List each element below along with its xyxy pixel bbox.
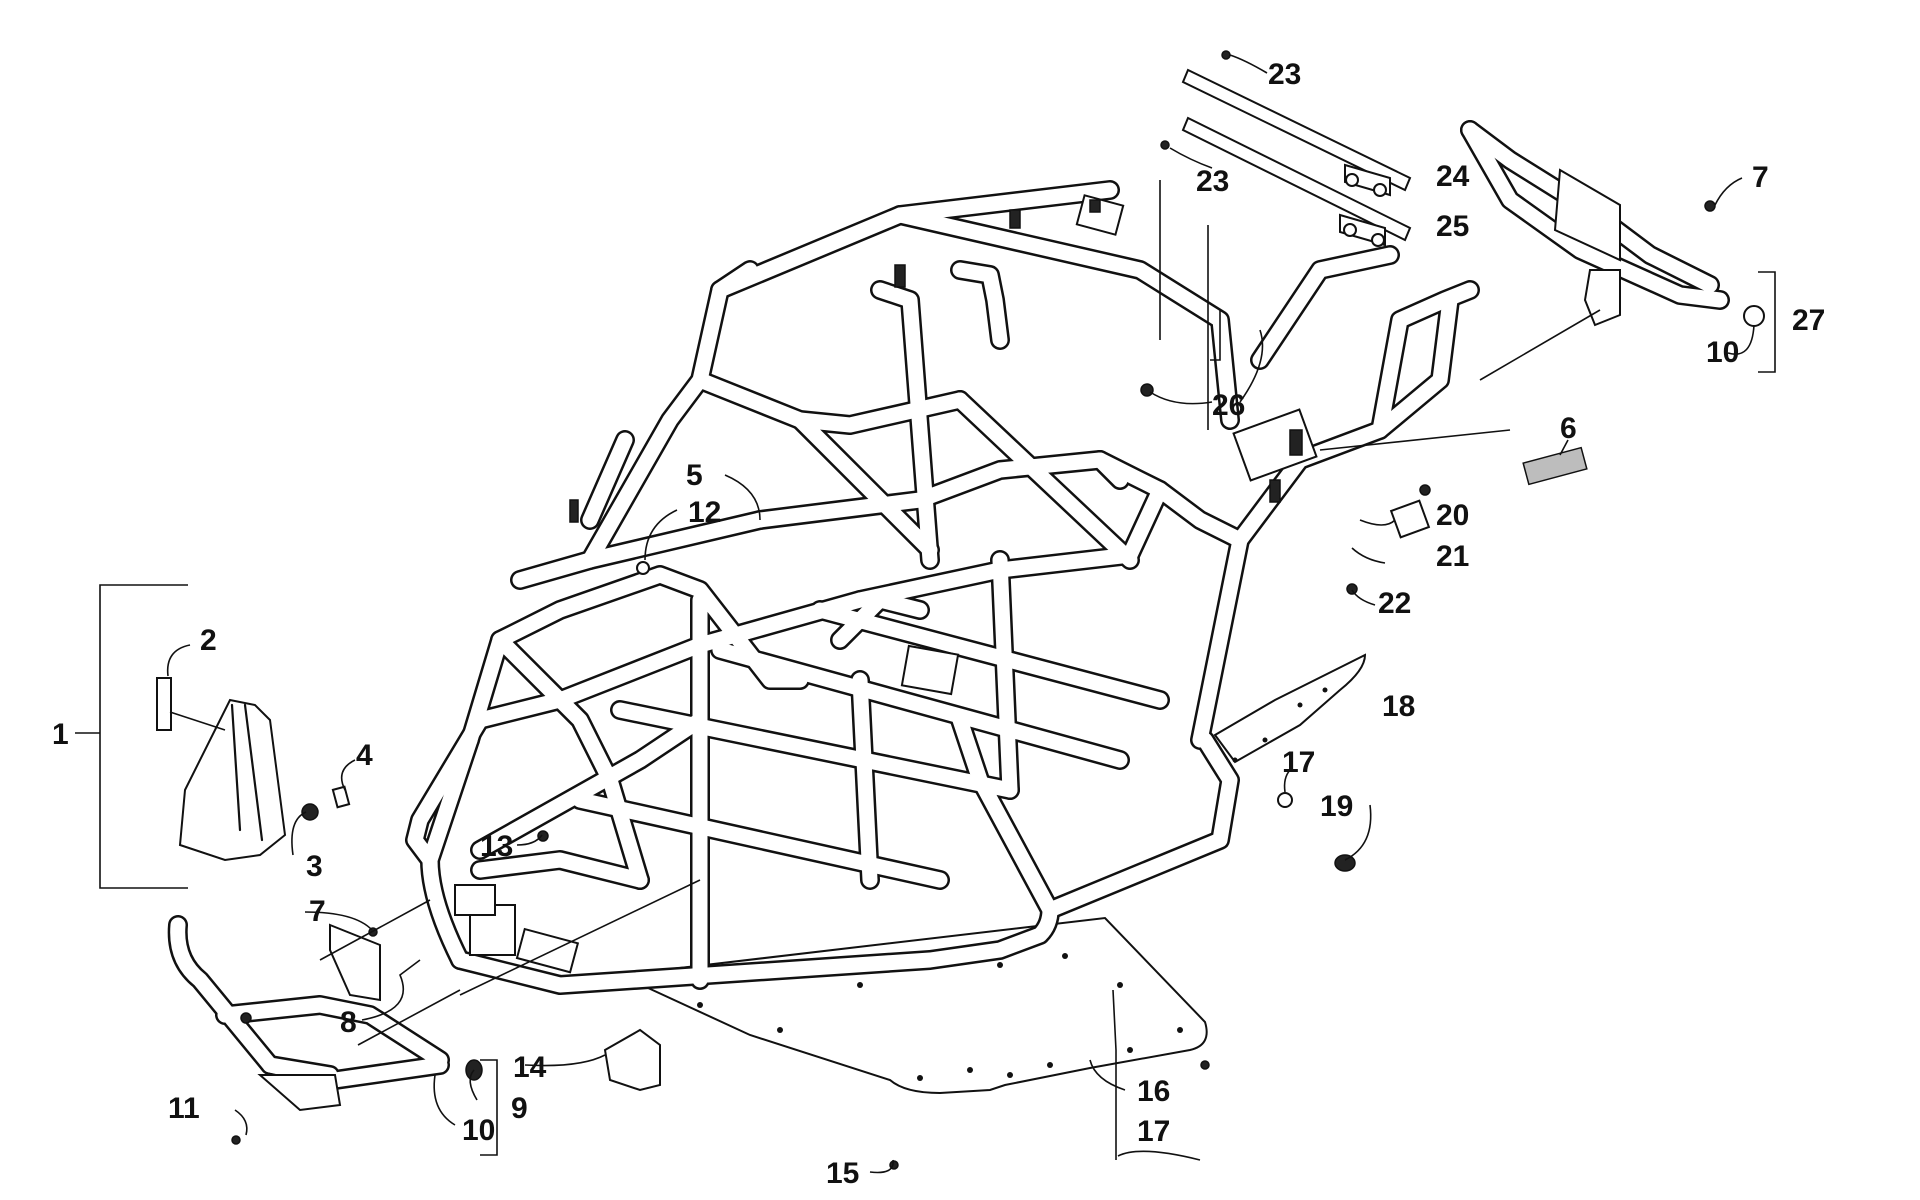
callout-4: 4 [356, 739, 373, 772]
group-brackets [75, 271, 1776, 1156]
callout-24: 24 [1436, 160, 1470, 193]
callout-2: 2 [200, 624, 217, 657]
callout-12: 12 [688, 496, 721, 529]
callout-7-rear: 7 [1752, 161, 1769, 194]
callout-27: 27 [1792, 304, 1825, 337]
callout-20: 20 [1436, 499, 1469, 532]
callout-22: 22 [1378, 587, 1411, 620]
callout-7-front: 7 [309, 895, 326, 928]
callout-21: 21 [1436, 540, 1469, 573]
callout-9: 9 [511, 1092, 528, 1125]
callout-labels: 1 2 3 4 5 6 7 7 8 9 10 10 11 12 13 14 15… [52, 58, 1825, 1190]
front-fascia [156, 677, 351, 862]
rear-bumper [1460, 120, 1765, 327]
callout-5: 5 [686, 459, 703, 492]
callout-6: 6 [1560, 412, 1577, 445]
rear-rails [1160, 50, 1412, 247]
callout-10-front: 10 [462, 1114, 495, 1147]
main-frame [405, 180, 1480, 995]
callout-17-side: 17 [1282, 746, 1315, 779]
callout-16: 16 [1137, 1075, 1170, 1108]
callout-13: 13 [480, 830, 513, 863]
callout-15: 15 [826, 1157, 859, 1190]
callout-26: 26 [1212, 389, 1245, 422]
callout-18: 18 [1382, 690, 1415, 723]
callout-8: 8 [340, 1006, 357, 1039]
callout-14: 14 [513, 1051, 547, 1084]
leader-lines [166, 54, 1755, 1174]
callout-23-top: 23 [1268, 58, 1301, 91]
callout-1: 1 [52, 718, 69, 751]
side-skid-plate [1213, 653, 1367, 764]
callout-25: 25 [1436, 210, 1469, 243]
front-bumper [167, 915, 483, 1112]
callout-11: 11 [168, 1092, 200, 1125]
callout-17-skid: 17 [1137, 1115, 1170, 1148]
front-bracket [603, 1028, 661, 1092]
callout-10-rear: 10 [1706, 336, 1739, 369]
callout-23-mid: 23 [1196, 165, 1229, 198]
callout-19: 19 [1320, 790, 1353, 823]
callout-3: 3 [306, 850, 323, 883]
